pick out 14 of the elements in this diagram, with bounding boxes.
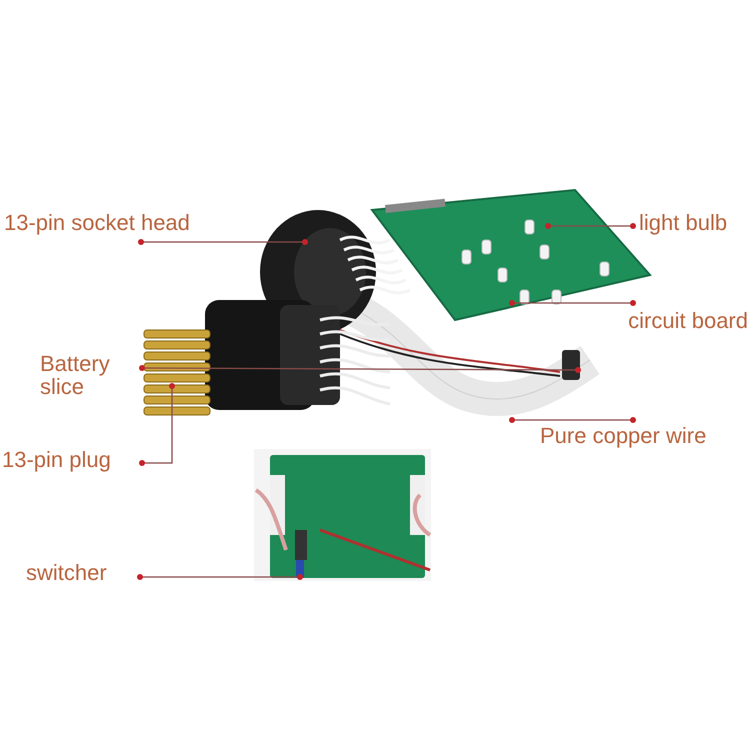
callout-label: Pure copper wire bbox=[540, 424, 708, 448]
callout-label: 13-pin socket head bbox=[4, 211, 191, 234]
leader-line bbox=[509, 417, 636, 423]
leader-line bbox=[545, 223, 636, 229]
leader-line bbox=[137, 574, 303, 580]
callout-label: light bulb bbox=[639, 211, 728, 234]
leader-line bbox=[509, 300, 636, 306]
leader-line bbox=[139, 383, 175, 466]
callout-label: 13-pin plug bbox=[2, 448, 112, 472]
leader-line bbox=[139, 365, 581, 373]
callout-label: switcher bbox=[26, 561, 108, 584]
leader-line bbox=[138, 239, 308, 245]
callout-label: Battery slice bbox=[40, 352, 111, 398]
callout-label: circuit board bbox=[627, 309, 748, 332]
